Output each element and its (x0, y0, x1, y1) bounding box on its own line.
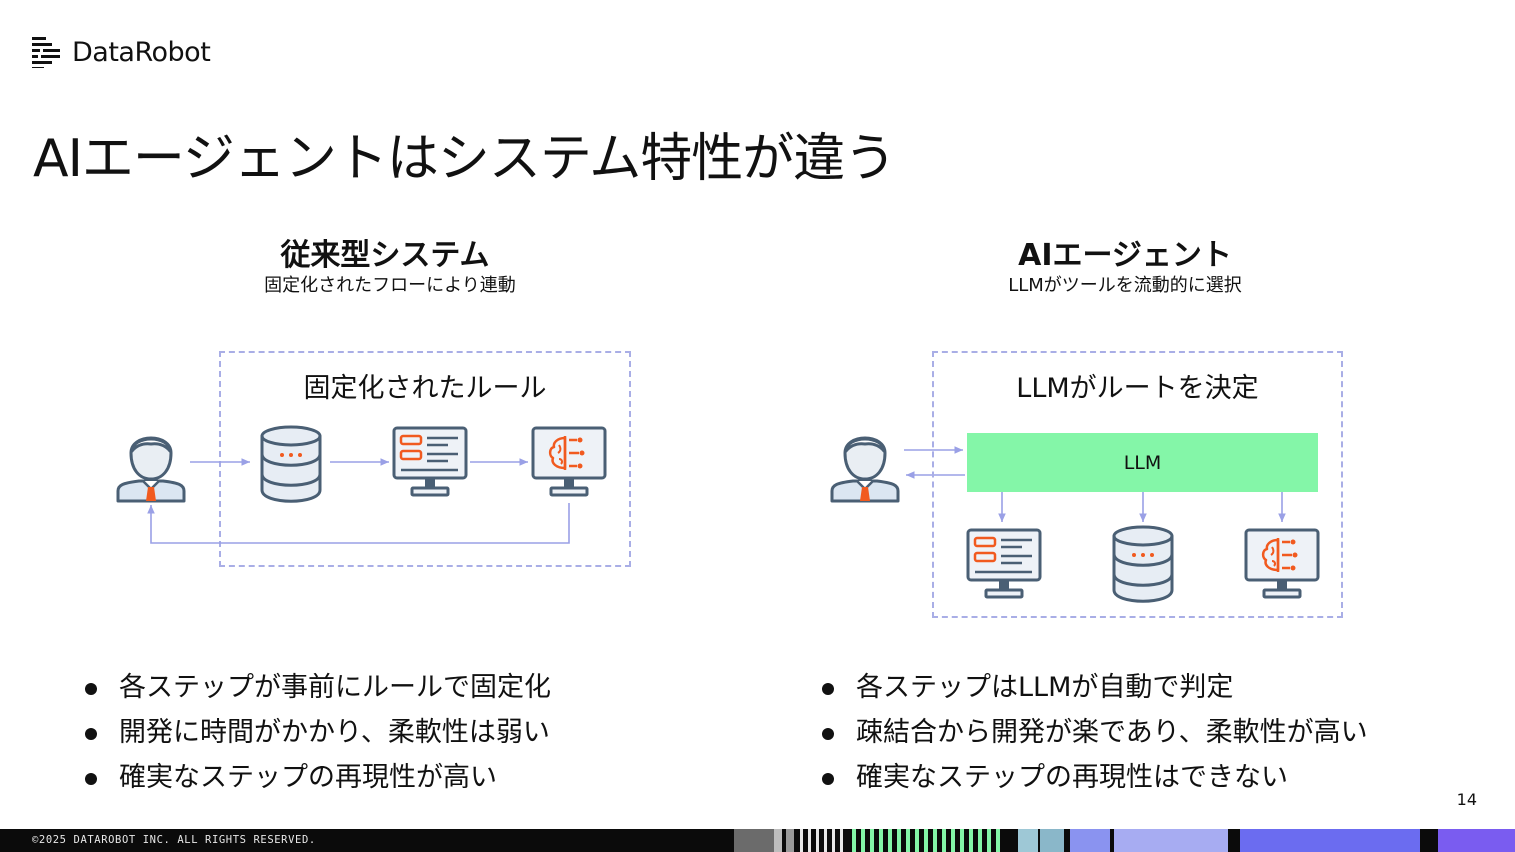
dashboard-monitor-icon (392, 426, 468, 497)
slide-title: AIエージェントはシステム特性が違う (33, 129, 896, 189)
return-arrow (147, 503, 570, 544)
user-icon (116, 436, 186, 503)
fixed-rule-label: 固定化されたルール (303, 373, 547, 404)
traditional-flow (116, 425, 607, 544)
database-icon (260, 425, 322, 503)
list-item: 開発に時間がかかり、柔軟性は弱い (85, 710, 551, 755)
right-subheading: LLMがツールを流動的に選択 (1008, 275, 1242, 296)
list-item: 各ステップはLLMが自動で判定 (822, 665, 1368, 710)
brand-name: DataRobot (72, 36, 211, 68)
brand-logo: DataRobot (32, 34, 211, 70)
left-subheading: 固定化されたフローにより連動 (264, 275, 516, 296)
page-number: 14 (1456, 790, 1477, 809)
footer-bar: ©2025 DATAROBOT INC. ALL RIGHTS RESERVED… (0, 829, 1515, 852)
footer-decoration (734, 829, 1515, 852)
fixed-rule-box (219, 351, 631, 567)
list-item: 各ステップが事前にルールで固定化 (85, 665, 551, 710)
llm-route-label: LLMがルートを決定 (1016, 373, 1259, 404)
right-heading: AIエージェント (1018, 238, 1232, 273)
list-item: 確実なステップの再現性が高い (85, 755, 551, 800)
list-item: 確実なステップの再現性はできない (822, 755, 1368, 800)
copyright-text: ©2025 DATAROBOT INC. ALL RIGHTS RESERVED… (32, 834, 316, 846)
user-icon (830, 436, 900, 503)
llm-label: LLM (1123, 451, 1162, 474)
llm-block: LLM (967, 433, 1318, 492)
list-item: 疎結合から開発が楽であり、柔軟性が高い (822, 710, 1368, 755)
right-bullet-list: 各ステップはLLMが自動で判定 疎結合から開発が楽であり、柔軟性が高い 確実なス… (822, 665, 1368, 800)
left-heading: 従来型システム (280, 238, 490, 273)
left-bullet-list: 各ステップが事前にルールで固定化 開発に時間がかかり、柔軟性は弱い 確実なステッ… (85, 665, 551, 800)
llm-route-box (932, 351, 1343, 618)
ai-brain-monitor-icon (531, 426, 607, 497)
datarobot-logo-icon (32, 37, 60, 68)
